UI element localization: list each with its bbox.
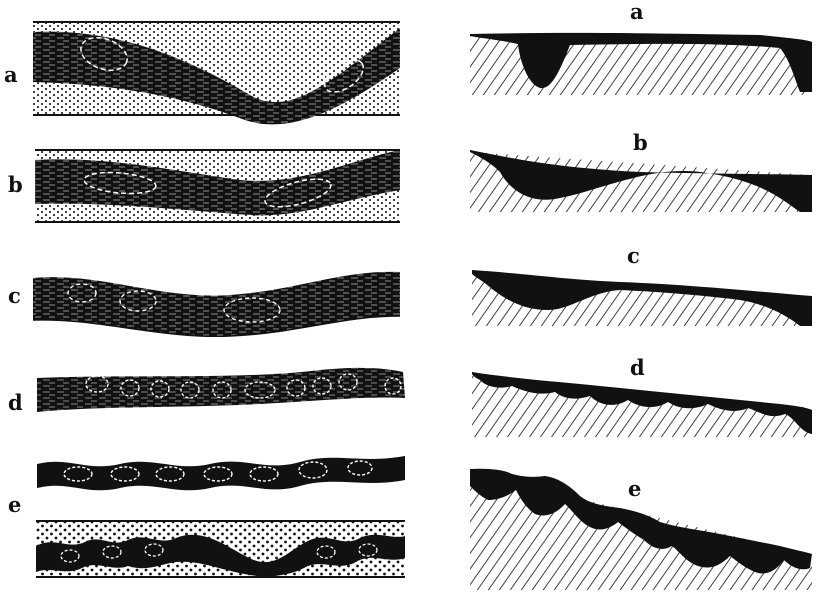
- left-label-c: c: [8, 283, 21, 308]
- left-label-b: b: [8, 172, 23, 197]
- right-panel-d: d: [472, 355, 812, 437]
- right-label-d: d: [630, 355, 645, 380]
- right-label-b: b: [633, 130, 648, 155]
- right-panel-c: c: [472, 243, 812, 326]
- left-label-e: e: [8, 492, 21, 517]
- left-label-d: d: [8, 390, 23, 415]
- right-label-c: c: [627, 243, 640, 268]
- band-texture: [33, 272, 400, 336]
- right-panel-a: a: [470, 0, 812, 95]
- left-panel-c: c: [8, 272, 400, 336]
- left-panel-e: e: [8, 456, 405, 577]
- right-panel-e: e: [470, 469, 812, 590]
- left-panel-b: b: [8, 150, 400, 222]
- left-label-a: a: [4, 62, 18, 87]
- right-label-a: a: [630, 0, 644, 24]
- left-panel-d: d: [8, 368, 405, 415]
- right-panel-b: b: [470, 130, 812, 212]
- right-label-e: e: [628, 476, 641, 501]
- left-panel-a: a: [4, 22, 400, 124]
